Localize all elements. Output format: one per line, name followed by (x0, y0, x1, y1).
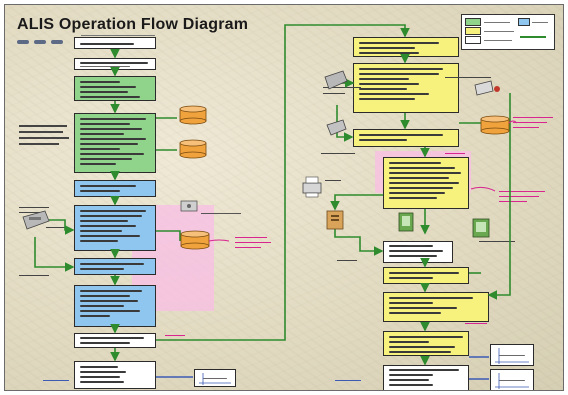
flag-icon-right (475, 81, 500, 95)
flow-connectors (5, 5, 563, 390)
scanner-icon-left (23, 211, 49, 229)
tablet-icon-1 (399, 213, 413, 231)
diagram-canvas: ALIS Operation Flow Diagram (4, 4, 564, 391)
tablet-icon-2 (473, 219, 489, 237)
left-flow-arrows (35, 25, 405, 377)
document-icon (327, 211, 343, 229)
chart-icon-right-1 (495, 348, 529, 364)
right-flow-arrows (335, 57, 510, 379)
database-icon-2 (180, 140, 206, 158)
pink-callout-markers (209, 121, 517, 241)
device-icon-left (181, 201, 197, 211)
printer-icon (303, 177, 321, 197)
scanner-icon-right-1 (325, 71, 347, 89)
scanner-icon-right-2 (327, 120, 346, 135)
database-icon-3 (181, 231, 209, 249)
chart-icon-left (199, 373, 231, 385)
chart-icon-right-2 (495, 373, 529, 389)
database-icon-1 (180, 106, 206, 124)
database-icon-4 (481, 116, 509, 134)
